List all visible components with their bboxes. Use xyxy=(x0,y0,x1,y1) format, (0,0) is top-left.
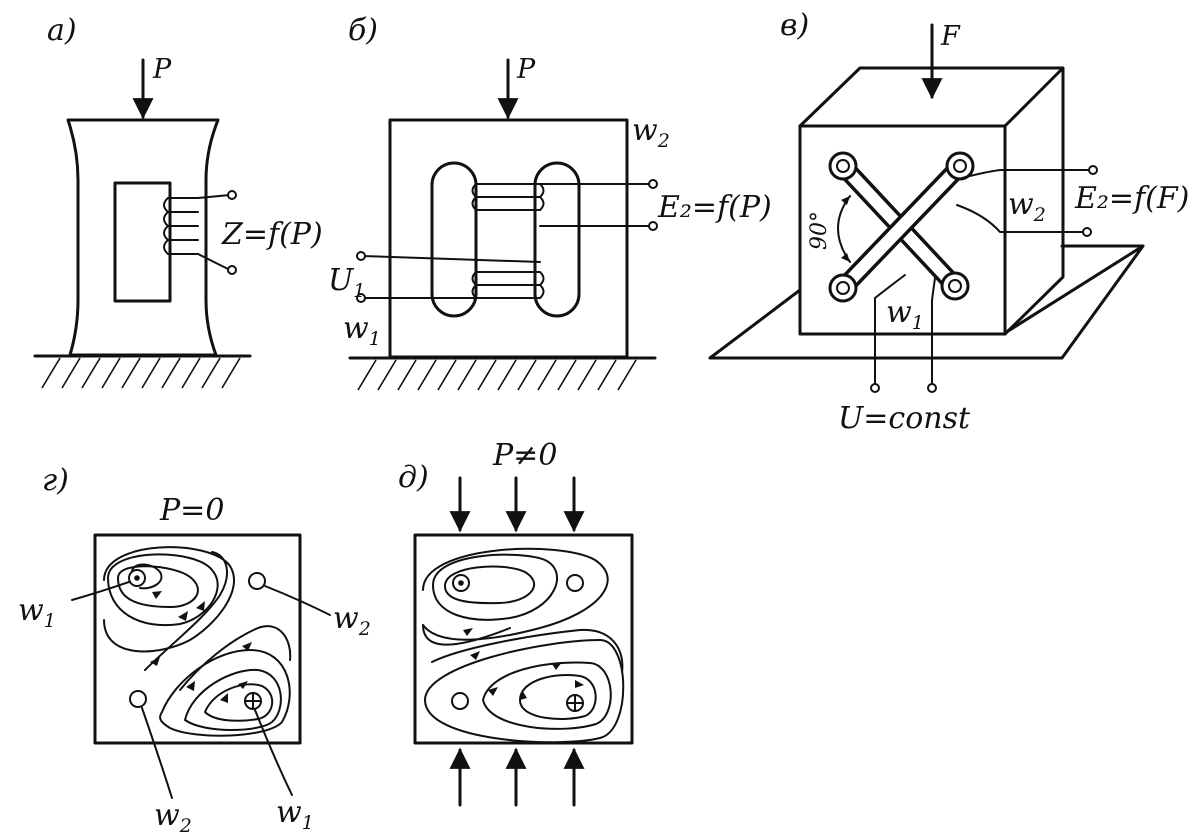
condition-label-g: P=0 xyxy=(159,493,224,528)
terminal-a2 xyxy=(227,265,237,275)
field-lines-upper-d xyxy=(422,547,609,660)
supply-voltage-label: U=const xyxy=(838,401,971,436)
terminal-v-e2-top xyxy=(1088,165,1098,175)
field-lines-lower-d xyxy=(424,628,625,744)
force-arrow-p-b: P xyxy=(497,54,536,120)
panel-d: д) P≠0 xyxy=(398,438,634,807)
w1-label-v: w1 xyxy=(886,295,924,334)
force-label-b: P xyxy=(516,54,536,85)
sensor-block xyxy=(388,118,629,359)
impedance-equation: Z=f(P) xyxy=(221,217,323,252)
cube xyxy=(798,66,1065,336)
conductor-w1-dot-g xyxy=(128,569,146,587)
elastic-core xyxy=(66,118,220,357)
panel-v: в) F 90° xyxy=(708,8,1189,436)
terminal-v-e2-bottom xyxy=(1082,227,1092,237)
terminal-e2-top xyxy=(648,179,658,189)
conductor-w1-cross-g xyxy=(244,692,262,710)
condition-label-d: P≠0 xyxy=(492,438,557,473)
core-window xyxy=(113,181,172,303)
sensor-square-g xyxy=(93,533,302,745)
terminal-u1-top xyxy=(356,251,366,261)
panel-b: б) P E₂=f(P) U1 w2 w1 xyxy=(328,13,772,391)
input-voltage-label: U1 xyxy=(328,263,365,302)
conductor-w1-dot-d xyxy=(452,574,470,592)
w2-label-g-lower: w2 xyxy=(154,798,192,833)
terminal-v-u-left xyxy=(870,383,880,393)
field-lines-lower xyxy=(159,625,292,737)
w1-leads xyxy=(874,274,936,386)
output-equation-v: E₂=f(F) xyxy=(1074,181,1189,216)
w1-label-g-upper: w1 xyxy=(18,593,56,632)
w2-leads xyxy=(956,169,1093,233)
ground-a xyxy=(33,354,252,389)
panel-d-letter: д) xyxy=(398,460,429,495)
compression-arrows-top xyxy=(449,476,585,533)
terminal-e2-bottom xyxy=(648,221,658,231)
panel-a-letter: а) xyxy=(47,13,77,48)
secondary-winding xyxy=(471,183,653,227)
w1-label-b: w1 xyxy=(343,311,381,350)
w2-label-b: w2 xyxy=(632,113,670,152)
panel-g-letter: г) xyxy=(42,463,69,498)
panel-v-letter: в) xyxy=(780,8,809,43)
conductor-w2-lower-g xyxy=(129,690,147,708)
primary-winding xyxy=(361,255,545,299)
cross-holes xyxy=(828,151,975,303)
panel-b-letter: б) xyxy=(348,13,378,48)
force-arrow-p: P xyxy=(132,54,172,120)
hole-right xyxy=(533,161,581,318)
force-label-f: F xyxy=(940,21,961,52)
panel-g: г) P=0 xyxy=(18,463,371,833)
panel-a: а) P Z=f(P) xyxy=(33,13,323,389)
angle-arc: 90° xyxy=(807,195,851,263)
w2-label-g-upper: w2 xyxy=(333,601,371,640)
terminal-u1-bottom xyxy=(356,293,366,303)
conductor-w1-cross-d xyxy=(566,694,584,712)
conductor-w2-lower-d xyxy=(451,692,469,710)
force-arrow-f: F xyxy=(921,21,961,100)
force-label: P xyxy=(152,54,172,85)
conductor-w2-upper-g xyxy=(248,572,266,590)
sensor-square-d xyxy=(413,533,634,745)
base-plate xyxy=(708,244,1145,360)
coil-winding xyxy=(163,194,231,271)
hole-left xyxy=(430,161,478,318)
ground-b xyxy=(348,356,657,391)
terminal-a1 xyxy=(227,190,237,200)
leader-lines-g xyxy=(71,581,331,799)
angle-label: 90° xyxy=(807,211,832,250)
output-equation-b: E₂=f(P) xyxy=(657,190,772,225)
conductor-w2-upper-d xyxy=(566,574,584,592)
terminal-v-u-right xyxy=(927,383,937,393)
compression-arrows-bottom xyxy=(449,747,585,807)
field-lines-upper xyxy=(103,546,236,671)
w2-label-v: w2 xyxy=(1008,187,1046,226)
w1-label-g-lower: w1 xyxy=(276,795,314,833)
